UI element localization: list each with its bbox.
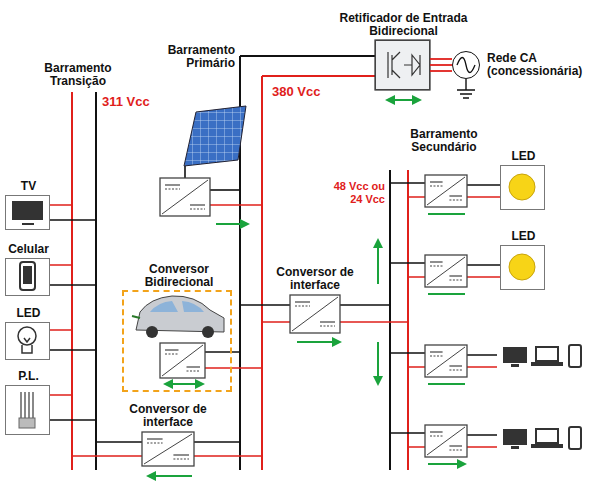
converter-box <box>160 178 210 216</box>
bus-label: Barramento Transição <box>28 62 128 88</box>
converter-box <box>160 343 205 378</box>
rectifier-box: Retificador de Entrada Bidirecional <box>375 40 430 90</box>
dc-sign <box>430 435 443 436</box>
secondary-wires <box>390 183 500 447</box>
dc-sign <box>320 321 335 322</box>
load-wires <box>50 205 96 420</box>
electric-car <box>132 296 224 338</box>
led-load-box: LED <box>500 165 545 210</box>
ac-source-symbol <box>457 58 475 73</box>
node-label: Rede CA (concessionária) <box>487 52 589 78</box>
ev-group-box: Conversor Bidirecional <box>122 290 232 392</box>
dc-sign <box>190 208 205 209</box>
dc-sign <box>165 349 179 350</box>
bus-label: Barramento Primário <box>160 44 235 70</box>
dc-sign <box>165 188 180 189</box>
led-lamp-icon <box>509 174 535 280</box>
node-label: Conversor de interface <box>270 266 360 292</box>
node-label: Retificador de Entrada Bidirecional <box>334 12 474 38</box>
converter-box <box>425 255 467 287</box>
dc-sign <box>320 325 335 326</box>
dc-sign <box>430 185 443 186</box>
voltage-label: 48 Vcc ou 24 Vcc <box>330 180 385 206</box>
voltage-label: 380 Vcc <box>272 84 342 99</box>
dc-sign <box>295 301 310 302</box>
dc-sign <box>430 431 443 432</box>
bus-label: Barramento Secundário <box>392 128 496 154</box>
dc-sign <box>147 442 163 443</box>
dc-sign <box>430 181 443 182</box>
load-box: TV <box>5 195 50 230</box>
dc-sign <box>165 353 179 354</box>
transition-bus <box>72 92 96 470</box>
interface-converter: Conversor de interface <box>290 295 340 333</box>
device-icons <box>503 345 581 449</box>
phone-icon <box>20 262 35 290</box>
converter-diagonal <box>427 427 465 455</box>
converter-box <box>142 432 194 466</box>
dc-sign <box>449 279 462 280</box>
ac-phase-line <box>430 64 452 66</box>
pv-panel <box>184 106 246 166</box>
dc-sign <box>430 261 443 262</box>
dc-sign <box>449 365 462 366</box>
converter-box <box>425 425 467 457</box>
dc-sign <box>430 265 443 266</box>
dc-sign <box>187 370 201 371</box>
node-label: LED <box>0 307 59 320</box>
ground-symbol <box>457 79 475 98</box>
converter-diagonal <box>427 347 465 375</box>
converter-box <box>425 345 467 377</box>
node-label: Conversor Bidirecional <box>119 263 239 289</box>
cfl-lamp-icon <box>19 392 35 428</box>
ac-phase-line <box>430 70 452 72</box>
node-label: P.L. <box>0 370 59 383</box>
led-bulb-icon <box>18 327 36 353</box>
voltage-label: 311 Vcc <box>102 94 162 109</box>
converter-diagonal <box>162 180 208 214</box>
converter-diagonal <box>292 297 338 331</box>
dc-sign <box>430 355 443 356</box>
led-load-box: LED <box>500 245 545 290</box>
ev-wires <box>205 352 262 368</box>
converter-box <box>290 295 340 333</box>
node-label: Conversor de interface <box>123 403 213 429</box>
secondary-bus <box>390 170 408 470</box>
dc-sign <box>147 438 163 439</box>
load-box: P.L. <box>5 385 50 435</box>
primary-bus <box>240 56 375 470</box>
node-label: TV <box>0 180 59 193</box>
dc-sign <box>449 445 462 446</box>
tv-icon <box>12 201 43 224</box>
converter-box <box>425 175 467 207</box>
ac-connection <box>430 59 452 71</box>
dc-sign <box>190 204 205 205</box>
converter-diagonal <box>427 177 465 205</box>
converter-diagonal <box>427 257 465 285</box>
dc-sign <box>295 305 310 306</box>
dc-sign <box>449 199 462 200</box>
ac-phase-line <box>430 58 452 60</box>
dc-sign <box>449 275 462 276</box>
dc-sign <box>173 458 189 459</box>
node-label: LED <box>499 230 549 243</box>
dc-sign <box>449 449 462 450</box>
rectifier-symbol <box>375 40 430 90</box>
converter-diagonal <box>162 345 203 376</box>
load-box: LED <box>5 322 50 360</box>
node-label: Celular <box>0 243 59 256</box>
load-box: Celular <box>5 258 50 296</box>
dc-sign <box>449 195 462 196</box>
converter-diagonal <box>144 434 192 464</box>
dc-sign <box>430 351 443 352</box>
dc-sign <box>449 369 462 370</box>
dc-sign <box>165 184 180 185</box>
ac-grid-source: Rede CA (concessionária) <box>452 51 480 79</box>
interface-converter: Conversor de interface <box>142 432 194 466</box>
dc-sign <box>187 366 201 367</box>
node-label: LED <box>499 150 549 163</box>
dc-sign <box>173 454 189 455</box>
